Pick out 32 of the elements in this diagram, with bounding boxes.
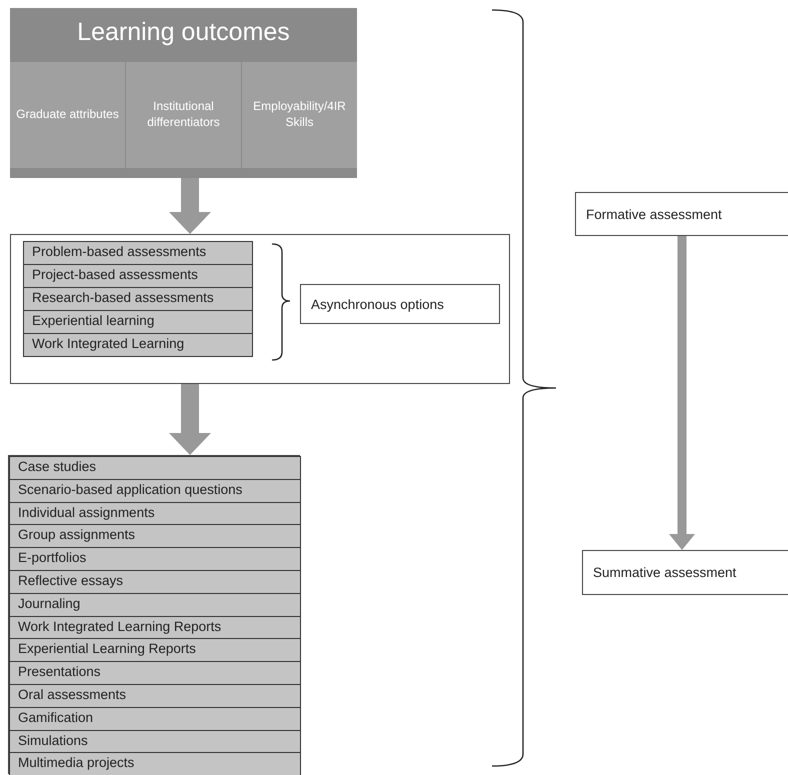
list-row: Work Integrated Learning Reports (9, 616, 301, 640)
list-row: Case studies (9, 456, 301, 480)
panel-title: Learning outcomes (76, 18, 291, 47)
arrow (169, 384, 211, 455)
list-row: Problem-based assessments (23, 241, 253, 265)
list-row: Oral assessments (9, 684, 301, 708)
list-row: Scenario-based application questions (9, 478, 301, 503)
process-box: Formative assessment (575, 192, 788, 236)
list-row: Experiential Learning Reports (9, 638, 301, 662)
list-row: Multimedia projects (9, 752, 301, 775)
list-box (8, 455, 300, 774)
attribute-cell: Employability/4IR Skills (242, 62, 357, 168)
list-row: Reflective essays (9, 570, 301, 594)
list-row: Gamification (9, 706, 301, 731)
list-row: Research-based assessments (23, 287, 253, 311)
list-row: Journaling (9, 592, 301, 617)
arrow (169, 178, 211, 234)
process-box: Asynchronous options (300, 284, 500, 324)
list-row: Group assignments (9, 524, 301, 548)
list-row: Presentations (9, 661, 301, 685)
list-row: E-portfolios (9, 547, 301, 571)
arrow (669, 236, 695, 550)
list-row: Simulations (9, 730, 301, 754)
process-box: Summative assessment (582, 550, 788, 595)
attribute-cell: Institutional differentiators (126, 62, 241, 168)
group-box (10, 234, 510, 384)
outcomes-panel (10, 8, 357, 178)
attribute-cell: Graduate attributes (10, 62, 125, 168)
list-row: Individual assignments (9, 502, 301, 526)
list-row: Experiential learning (23, 310, 253, 334)
list-row: Work Integrated Learning (23, 333, 253, 357)
list-row: Project-based assessments (23, 264, 253, 288)
